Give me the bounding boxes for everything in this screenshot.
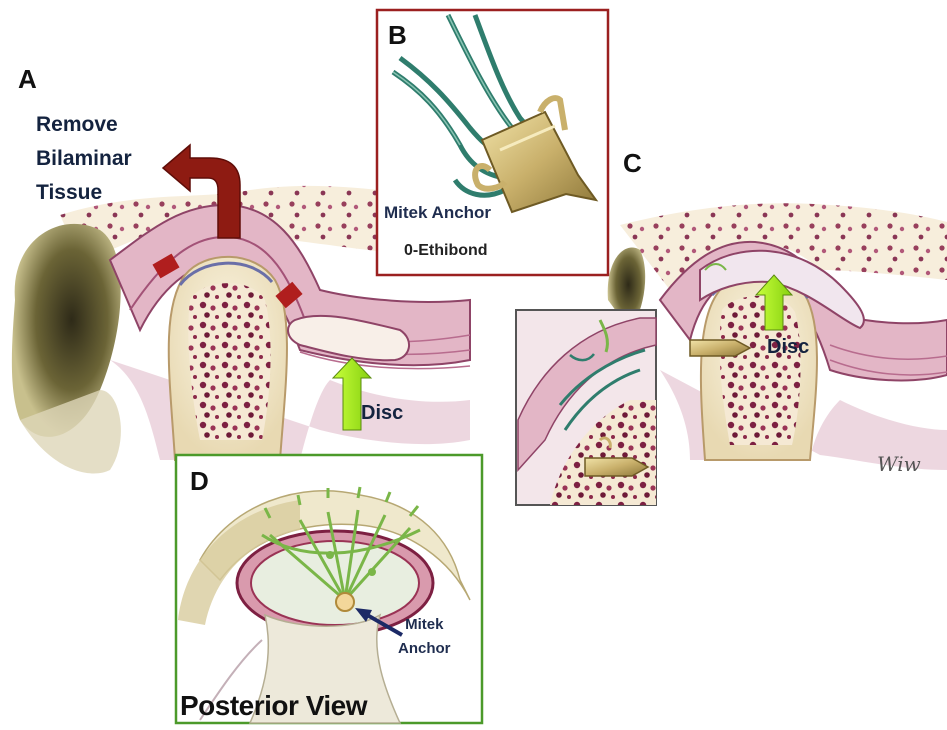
panel-label-c: C	[623, 148, 642, 179]
anchor-c	[690, 340, 750, 356]
mitek-anchor-label-b: Mitek Anchor	[384, 203, 491, 223]
remove-line-2: Bilaminar	[36, 142, 132, 176]
panel-label-a: A	[18, 64, 37, 95]
disc-label-a: Disc	[361, 402, 403, 425]
mitek-line-2: Anchor	[398, 637, 451, 661]
mitek-line-1: Mitek	[398, 613, 451, 637]
remove-line-3: Tissue	[36, 176, 132, 210]
anchor-dot-d	[336, 593, 354, 611]
disc-label-c: Disc	[767, 336, 809, 359]
panel-label-d: D	[190, 466, 209, 497]
artist-signature: Wiw	[877, 452, 921, 476]
remove-bilaminar-label: Remove Bilaminar Tissue	[36, 108, 132, 210]
remove-line-1: Remove	[36, 108, 132, 142]
ethibond-label: 0-Ethibond	[404, 242, 488, 260]
panel-label-b: B	[388, 20, 407, 51]
panel-c-inset	[516, 310, 656, 505]
posterior-view-label: Posterior View	[180, 690, 367, 722]
panel-b	[377, 10, 608, 275]
mitek-anchor-label-d: Mitek Anchor	[398, 613, 451, 661]
panel-d	[176, 455, 482, 723]
